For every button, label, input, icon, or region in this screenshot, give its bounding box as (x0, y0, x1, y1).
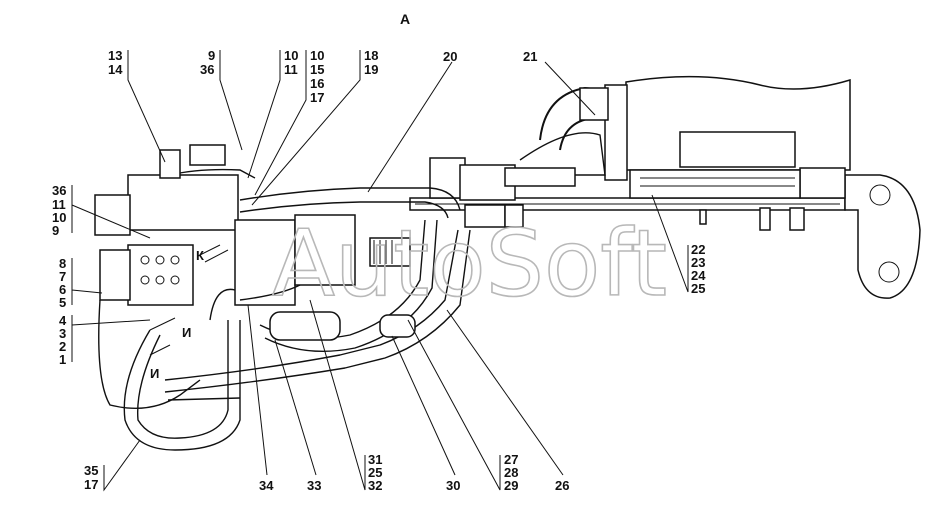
svg-text:5: 5 (59, 295, 66, 310)
svg-text:2: 2 (59, 339, 66, 354)
mount-plate (629, 169, 801, 199)
svg-text:6: 6 (59, 282, 66, 297)
callout-31-25-32: 31 25 32 (368, 452, 382, 493)
callout-26: 26 (555, 478, 569, 493)
svg-text:11: 11 (52, 197, 66, 212)
lower-hose-left (98, 299, 201, 410)
frame-bracket (844, 174, 921, 299)
hose-31 (239, 284, 301, 301)
svg-text:11: 11 (284, 62, 298, 77)
svg-text:4: 4 (59, 313, 67, 328)
loop-hose-35 (123, 320, 241, 451)
svg-text:31: 31 (368, 452, 382, 467)
bottom-hose-link (167, 397, 241, 401)
valve-top-fitting (159, 149, 181, 179)
distributor-block (127, 244, 194, 306)
section-mark-i-upper: И (182, 325, 191, 340)
svg-text:17: 17 (310, 90, 324, 105)
pump-cylinder (504, 167, 576, 187)
svg-text:18: 18 (364, 48, 378, 63)
callout-4-3-2-1: 4 3 2 1 (59, 313, 67, 367)
svg-text:10: 10 (310, 48, 324, 63)
section-mark-i-lower: И (150, 366, 159, 381)
svg-text:19: 19 (364, 62, 378, 77)
tank-lower-box (679, 131, 796, 168)
loop-hose-35-inner (136, 320, 229, 439)
pump-nut (504, 204, 524, 228)
motor-flange (294, 214, 356, 286)
callout-13-14: 13 14 (108, 48, 123, 77)
svg-text:28: 28 (504, 465, 518, 480)
view-label: А (400, 11, 410, 27)
svg-text:9: 9 (52, 223, 59, 238)
drawing (94, 75, 921, 451)
svg-text:10: 10 (52, 210, 66, 225)
leader-lines (71, 50, 689, 492)
svg-text:17: 17 (84, 477, 98, 492)
callout-34: 34 (259, 478, 274, 493)
svg-text:9: 9 (208, 48, 215, 63)
bolt-a (759, 207, 771, 231)
bracket-hole-top (869, 184, 891, 206)
svg-text:36: 36 (200, 62, 214, 77)
callout-10-11: 10 11 (284, 48, 298, 77)
svg-text:35: 35 (84, 463, 98, 478)
svg-text:25: 25 (368, 465, 382, 480)
hose-34 (209, 288, 236, 321)
distributor-side (99, 249, 131, 301)
svg-text:24: 24 (691, 268, 706, 283)
section-mark-k: К (196, 248, 204, 263)
elbow-hose (515, 132, 606, 176)
svg-text:27: 27 (504, 452, 518, 467)
splined-shaft (369, 237, 411, 267)
callout-20: 20 (443, 49, 457, 64)
svg-text:23: 23 (691, 255, 705, 270)
svg-text:16: 16 (310, 76, 324, 91)
watermark: AutoSoft (272, 210, 667, 317)
bolt-c (699, 209, 707, 225)
svg-text:7: 7 (59, 269, 66, 284)
tank-flange (604, 84, 628, 181)
callout-30: 30 (446, 478, 460, 493)
callout-8-7-6-5: 8 7 6 5 (59, 256, 66, 310)
svg-text:14: 14 (108, 62, 123, 77)
upper-hose-b (239, 201, 449, 219)
bracket-hole-bottom (878, 261, 900, 283)
callout-36-11-10-9: 36 11 10 9 (52, 183, 66, 238)
upper-hose-a (239, 187, 461, 211)
svg-text:22: 22 (691, 242, 705, 257)
svg-text:15: 15 (310, 62, 324, 77)
svg-text:29: 29 (504, 478, 518, 493)
callout-18-19: 18 19 (364, 48, 378, 77)
frame-block (799, 167, 846, 199)
valve-block-upper (127, 174, 239, 231)
svg-text:1: 1 (59, 352, 66, 367)
valve-side-left (94, 194, 131, 236)
svg-text:32: 32 (368, 478, 382, 493)
callout-10-15-16-17: 10 15 16 17 (310, 48, 324, 105)
svg-text:8: 8 (59, 256, 66, 271)
long-hose-26-inner (164, 229, 471, 393)
callout-35-17: 35 17 (84, 463, 98, 492)
svg-text:36: 36 (52, 183, 66, 198)
hose-sleeve-33 (269, 311, 341, 341)
svg-text:13: 13 (108, 48, 122, 63)
callout-9-36: 9 36 (200, 48, 215, 77)
svg-text:10: 10 (284, 48, 298, 63)
callout-21: 21 (523, 49, 537, 64)
svg-text:3: 3 (59, 326, 66, 341)
bolt-b (789, 207, 805, 231)
callout-27-28-29: 27 28 29 (504, 452, 518, 493)
svg-text:25: 25 (691, 281, 705, 296)
callout-33: 33 (307, 478, 321, 493)
long-hose-26 (164, 229, 459, 381)
hose-30-inner (264, 219, 438, 352)
hose-sleeve-30 (379, 314, 416, 338)
callout-22-23-24-25: 22 23 24 25 (691, 242, 706, 296)
valve-top-pipe (189, 144, 226, 166)
